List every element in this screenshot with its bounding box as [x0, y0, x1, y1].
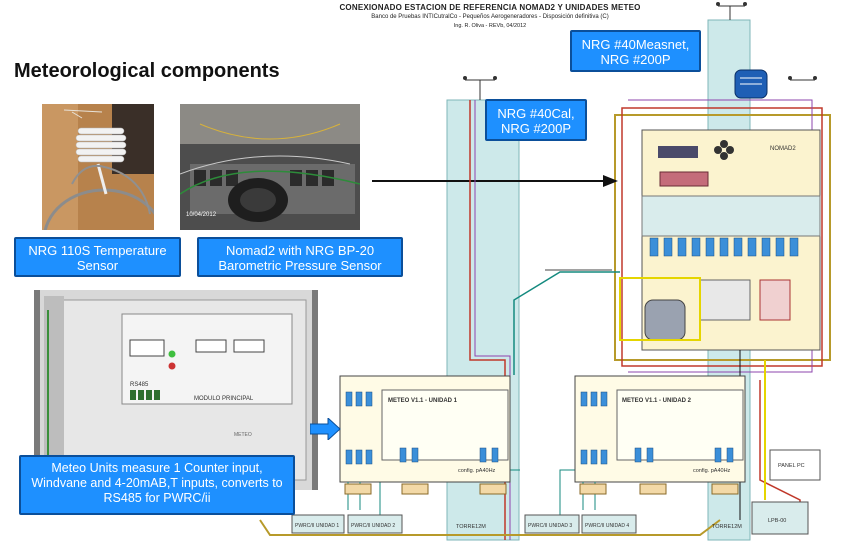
- schematic-subtitle: Banco de Pruebas INTICutralCo - Pequeños…: [371, 14, 609, 20]
- nomad-label: NOMAD2: [770, 146, 796, 152]
- nrg40cal-callout: NRG #40Cal, NRG #200P: [485, 99, 587, 141]
- meteo-unit-2-config: config. pA40Hz: [693, 468, 731, 474]
- anemometer-left-icon: [463, 76, 497, 100]
- pwrc-unit-3-label: PWRC/II UNIDAD 3: [528, 523, 572, 529]
- page-title: Meteorological components: [14, 60, 280, 82]
- temperature-sensor-image: [42, 104, 154, 230]
- pwrc-unit-2-label: PWRC/II UNIDAD 2: [351, 523, 395, 529]
- barometric-sensor-caption: Nomad2 with NRG BP-20 Barometric Pressur…: [197, 237, 403, 277]
- schematic-header: CONEXIONADO ESTACION DE REFERENCIA NOMAD…: [300, 3, 680, 29]
- nomad-barometer-image: 10/04/2012: [180, 104, 360, 230]
- lpb-box: [751, 501, 809, 535]
- meteo-unit-caption: Meteo Units measure 1 Counter input, Win…: [19, 455, 295, 515]
- meteo-unit-1-label: METEO V1.1 - UNIDAD 1: [388, 398, 458, 404]
- pwrc-unit-2-box: [347, 514, 403, 534]
- photo-date-stamp: 10/04/2012: [186, 212, 217, 218]
- pwrc-unit-1-label: PWRC/II UNIDAD 1: [295, 523, 339, 529]
- tower-left-label: TORRE12M: [456, 524, 486, 530]
- modulo-principal-label: MODULO PRINCIPAL: [194, 396, 254, 402]
- temperature-sensor-photo: [42, 104, 154, 230]
- pwrc-unit-4-box: [581, 514, 637, 534]
- schematic-title: CONEXIONADO ESTACION DE REFERENCIA NOMAD…: [339, 3, 641, 12]
- pwrc-unit-4-label: PWRC/II UNIDAD 4: [585, 523, 629, 529]
- rs485-label: RS485: [130, 382, 149, 388]
- schematic-author: Ing. R. Oliva - REVb, 04/2012: [453, 23, 527, 29]
- anemometer-right-icon: [716, 2, 817, 81]
- arrow-to-meteo-unit: [310, 418, 341, 440]
- pwrc-unit-3-box: [524, 514, 580, 534]
- temperature-sensor-caption: NRG 110S Temperature Sensor: [14, 237, 181, 277]
- panel-pc-label: PANEL PC: [778, 463, 805, 469]
- nomad-barometer-photo: 10/04/2012: [180, 104, 360, 230]
- nrg40measnet-callout: NRG #40Measnet, NRG #200P: [570, 30, 701, 72]
- lpb-label: LPB-00: [768, 518, 786, 524]
- meteo-unit-1-config: config. pA40Hz: [458, 468, 496, 474]
- pwrc-unit-1-box: [291, 514, 345, 534]
- meteo-enclosure-label: METEO: [234, 432, 252, 438]
- panel-pc-box: [769, 449, 821, 481]
- tower-right-label: TORRE12M: [712, 524, 742, 530]
- meteo-unit-2-label: METEO V1.1 - UNIDAD 2: [622, 398, 692, 404]
